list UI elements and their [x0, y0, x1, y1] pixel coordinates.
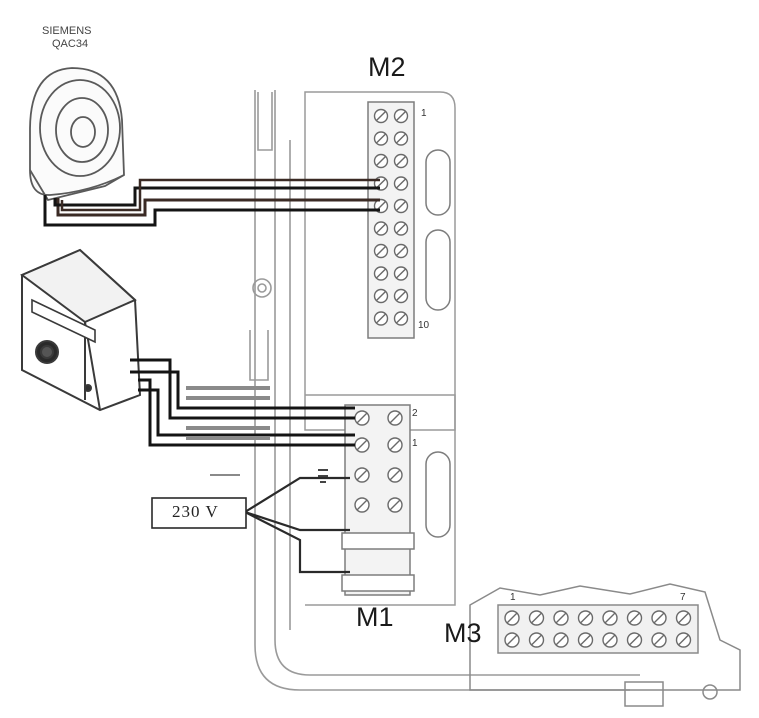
terminal-screw [373, 288, 389, 304]
terminal-screw [675, 610, 692, 626]
terminal-screw [393, 221, 409, 236]
terminal-screw [354, 437, 370, 453]
terminal-screw [387, 410, 403, 426]
label-m2-last: 10 [418, 320, 430, 331]
terminal-screw [373, 131, 389, 146]
terminal-screw [393, 108, 409, 124]
terminal-screw [373, 311, 389, 326]
terminal-screw [393, 243, 409, 259]
label-m1: M1 [356, 602, 394, 632]
terminal-screw [354, 467, 370, 483]
terminal-screw [373, 266, 389, 281]
boiler-frame [249, 90, 640, 691]
terminal-screw [393, 198, 409, 214]
terminal-screw [373, 108, 389, 124]
sensor-wires [43, 178, 380, 227]
terminal-screw [393, 288, 409, 304]
terminal-block-m1 [305, 394, 456, 606]
terminal-screw [553, 632, 569, 648]
sensor-model: QAC34 [52, 38, 89, 50]
m1-screws [354, 410, 403, 513]
m3-screws [504, 610, 692, 648]
supply-voltage: 230 V [172, 502, 219, 521]
terminal-screw [393, 266, 409, 281]
room-controller [20, 248, 142, 412]
label-m1-top: 2 [412, 408, 418, 419]
terminal-screw [387, 497, 403, 513]
terminal-screw [373, 153, 389, 169]
supply-wires [210, 469, 350, 574]
terminal-screw [626, 610, 643, 626]
terminal-screw [651, 632, 667, 648]
label-m2: M2 [368, 52, 406, 82]
label-m3-last: 7 [680, 592, 686, 603]
terminal-screw [393, 131, 409, 146]
terminal-screw [393, 153, 409, 169]
terminal-screw [602, 632, 618, 648]
terminal-screw [393, 176, 409, 191]
terminal-screw [528, 632, 545, 648]
sensor-brand: SIEMENS [42, 25, 92, 37]
label-m3-first: 1 [510, 592, 516, 603]
terminal-screw [373, 243, 389, 259]
terminal-screw [675, 632, 692, 648]
supply-box [151, 497, 247, 529]
terminal-screw [626, 632, 643, 648]
label-m2-first: 1 [421, 108, 427, 119]
terminal-screw [577, 610, 594, 626]
terminal-screw [387, 467, 403, 483]
terminal-screw [553, 610, 569, 626]
terminal-screw [577, 632, 594, 648]
terminal-screw [373, 221, 389, 236]
terminal-screw [387, 437, 403, 453]
outdoor-sensor [29, 67, 125, 202]
terminal-screw [602, 610, 618, 626]
terminal-screw [354, 410, 370, 426]
terminal-screw [504, 610, 520, 626]
label-m3: M3 [444, 618, 482, 648]
terminal-screw [354, 497, 370, 513]
controller-wires [130, 358, 355, 447]
m2-screws [373, 108, 409, 326]
terminal-screw [504, 632, 520, 648]
terminal-screw [528, 610, 545, 626]
label-m1-bottom: 1 [412, 438, 418, 449]
terminal-screw [651, 610, 667, 626]
terminal-screw [393, 311, 409, 326]
